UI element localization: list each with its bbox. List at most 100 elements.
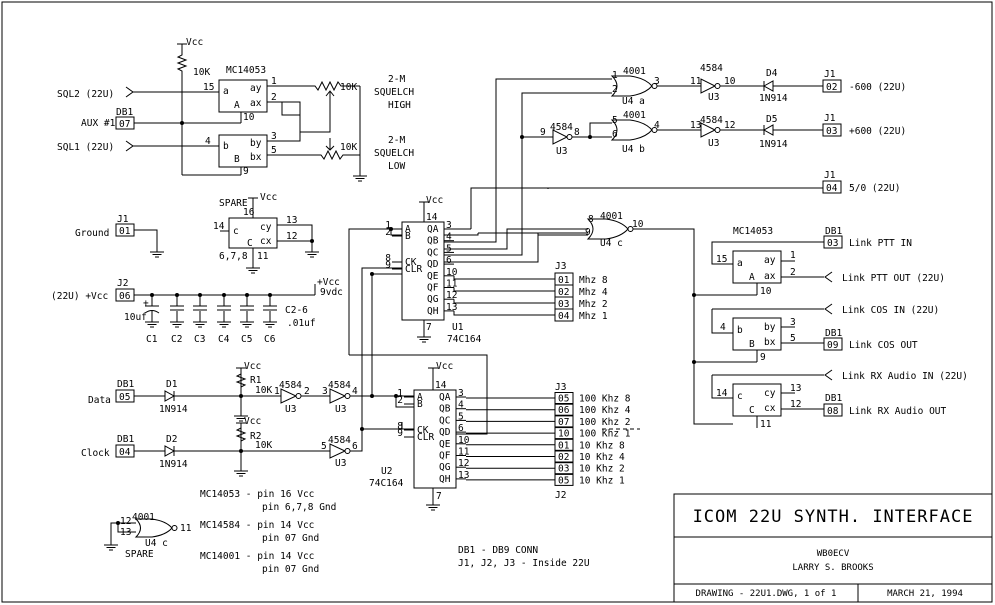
pot-low-value: 10K [340,142,357,153]
note-mc14001-vcc: MC14001 - pin 14 Vcc [200,551,314,562]
d2-diode [164,445,176,457]
link-rx-out-label: Link RX Audio OUT [849,406,947,417]
link-pin-5: 5 [790,333,796,344]
u1-pin-14: 14 [426,212,438,223]
u1-right-label-4: QE [427,271,439,282]
power-j2-label: J2 [117,278,128,289]
spare-gate-pin-12: 12 [120,516,131,527]
u2-right-pin-4: 4 [458,400,464,411]
u1-right-label-5: QF [427,283,439,294]
spare-pin-11: 11 [257,251,269,262]
j1-label-5-0: 5/0 (22U) [849,183,900,194]
spare-gate-name: U4 c [145,538,168,549]
pin-4: 4 [205,136,211,147]
spare-pin-C-label: C [247,238,253,249]
link-c-label: c [737,391,743,402]
spare-switch-section: SPARE Vcc 16 c cy cx C 14 13 12 6,7,8 11 [213,192,320,274]
mhz-label-0: Mhz 8 [579,275,608,286]
spare-nor-gate: 4001 12 13 11 U4 c SPARE [103,512,192,560]
spare-pins-678: 6,7,8 [219,251,248,262]
d2-part: 1N914 [159,459,188,470]
j1-out-label-2: J1 [824,113,836,124]
spare-pin-c-label: c [233,226,239,237]
inv5-name: U3 [335,458,346,469]
u2-right-label-1: QB [439,404,451,415]
u2-right-label-7: QH [439,474,451,485]
author-callsign: WB0ECV [817,549,850,559]
inverter-u3-11: 4584 11 10 U3 [690,63,736,103]
inv13-part: 4584 [700,115,723,126]
squelch-chip-name: MC14053 [226,65,266,76]
u2-part: 74C164 [369,478,404,489]
u2-name: U2 [381,466,392,477]
inv3-pin-out: 4 [352,386,358,397]
d5-diode [762,124,774,136]
aux-label: AUX #1 [81,118,116,129]
j1-label-plus600: +600 (22U) [849,126,906,137]
inv13-name: U3 [708,138,719,149]
d4-label: D4 [766,68,778,79]
link-chip-name: MC14053 [733,226,773,237]
u4a-pin-in1: 1 [612,70,618,81]
inverter-u3-13: 4584 13 12 U3 [690,115,735,149]
ground-label: Ground [75,228,109,239]
data-clock-inputs: Data DB1 05 D1 1N914 Vcc R1 10K Clock DB… [81,227,488,477]
r2-vcc-label: Vcc [244,416,261,427]
u1-right-label-3: QD [427,259,439,270]
link-cos-out-pin: 09 [827,340,839,351]
u1-part: 74C164 [447,334,482,345]
spare-gate-part: 4001 [132,512,155,523]
spare-pin-cy-label: cy [260,222,272,233]
u4a-name: U4 a [622,96,645,107]
u2-pin-7: 7 [436,491,442,502]
pin-3: 3 [271,131,277,142]
power-vcc-label: +Vcc [317,277,340,288]
u1-right-label-1: QB [427,236,439,247]
inv9-part: 4584 [550,122,573,133]
khz-label-4: 10 Khz 8 [579,440,625,451]
squelch-switch-a [218,79,268,113]
d1-diode [164,390,176,402]
u2-right-pin-13: 13 [458,470,469,481]
clock-label: Clock [81,448,110,459]
u2-right-pin-12: 12 [458,458,469,469]
u1-left-pin-9: 9 [385,260,391,271]
link-pin-14: 14 [716,388,728,399]
note-mc14053-vcc: MC14053 - pin 16 Vcc [200,489,314,500]
pin-bx-label: bx [250,152,262,163]
link-ptt-in-pin: 03 [827,238,838,249]
u2-left-label-2: CK [417,425,429,436]
mhz-pin-3: 04 [558,311,570,322]
d4-diode [762,80,774,92]
khz-pin-2: 07 [558,417,569,428]
link-by-label: by [764,322,776,333]
u2-vcc-label: Vcc [436,361,453,372]
db1-pin-07: 07 [119,119,130,130]
cap-label-c1: C1 [146,334,158,345]
u2-pin-14: 14 [435,380,447,391]
link-pin-3: 3 [790,317,796,328]
u4a-pin-in2: 2 [612,84,618,95]
inv1-pin-out: 2 [304,386,310,397]
mhz-pin-2: 03 [558,299,569,310]
u2-left-label-3: CLR [417,432,434,443]
d2-label: D2 [166,434,177,445]
u2-right-pin-10: 10 [458,435,470,446]
u1-right-pin-10: 10 [446,267,458,278]
j1-label-minus600: -600 (22U) [849,82,906,93]
pin-9: 9 [243,166,249,177]
d1-label: D1 [166,379,178,390]
link-rx-out-pin: 08 [827,406,839,417]
clock-db1-label: DB1 [117,434,134,445]
r2-label: R2 [250,431,261,442]
c1-polarity: + [143,298,149,309]
mhz-label-2: Mhz 2 [579,299,608,310]
cap-label-c5: C5 [241,334,252,345]
khz-label-3: 100 Khz 1 [579,429,631,440]
r1-value: 10K [255,385,272,396]
spare-pin-14: 14 [213,221,225,232]
link-C-label: C [749,405,755,416]
